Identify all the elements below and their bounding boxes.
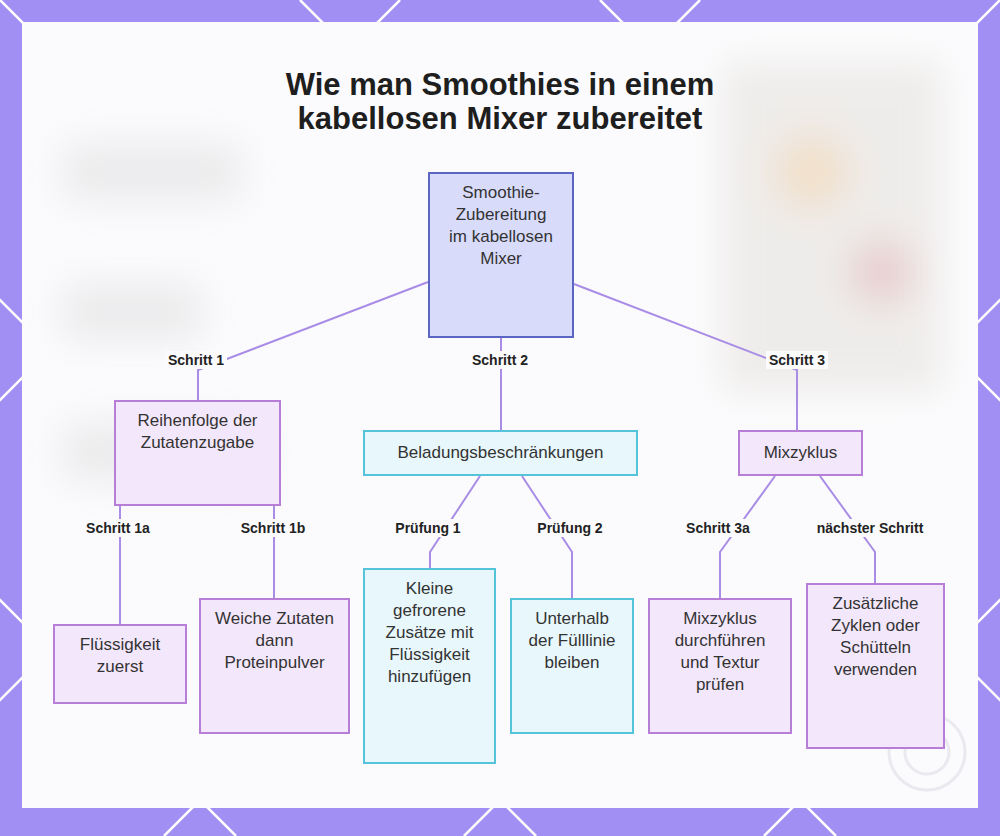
- node-text-wrap: Beladungsbeschränkungen: [371, 442, 631, 464]
- edge-label: Schritt 2: [469, 351, 531, 369]
- process-box: Mixzyklus: [738, 430, 863, 476]
- node-text-wrap: Reihenfolge der Zutatenzugabe: [133, 410, 263, 454]
- node-label: Weiche Zutaten dann Proteinpulver: [215, 608, 335, 674]
- edge-label: Schritt 1a: [83, 519, 153, 537]
- node-text-wrap: Mixzyklus: [746, 442, 856, 464]
- node-label: Kleine gefrorene Zusätze mit Flüssigkeit…: [375, 578, 485, 688]
- node-label: Flüssigkeit zuerst: [65, 634, 175, 678]
- connector-line: [720, 476, 775, 598]
- node-text-wrap: Smoothie-Zubereitung im kabellosen Mixer: [445, 182, 557, 270]
- node-label: Smoothie-Zubereitung im kabellosen Mixer: [445, 182, 557, 270]
- node-label: Reihenfolge der Zutatenzugabe: [133, 410, 263, 454]
- node-label: Unterhalb der Fülllinie bleiben: [526, 608, 618, 674]
- diagram-title: Wie man Smoothies in einem kabellosen Mi…: [250, 68, 750, 136]
- node-text-wrap: Unterhalb der Fülllinie bleiben: [526, 608, 618, 674]
- node-text-wrap: Zusätzliche Zyklen oder Schütteln verwen…: [826, 593, 926, 681]
- node-text-wrap: Flüssigkeit zuerst: [65, 634, 175, 678]
- edge-label: Prüfung 2: [534, 519, 605, 537]
- root-box: Smoothie-Zubereitung im kabellosen Mixer: [428, 172, 574, 338]
- edge-label: Schritt 3: [766, 351, 828, 369]
- process-box: Flüssigkeit zuerst: [53, 624, 187, 704]
- edge-label: nächster Schritt: [814, 519, 927, 537]
- node-text-wrap: Mixzyklus durchführen und Textur prüfen: [664, 608, 776, 696]
- node-label: Beladungsbeschränkungen: [371, 442, 631, 464]
- connector-line: [522, 476, 572, 598]
- edge-label: Schritt 3a: [683, 519, 753, 537]
- connector-line: [574, 284, 797, 430]
- node-label: Mixzyklus durchführen und Textur prüfen: [664, 608, 776, 696]
- edge-label: Schritt 1: [165, 351, 227, 369]
- process-box: Mixzyklus durchführen und Textur prüfen: [648, 598, 792, 734]
- check-box: Beladungsbeschränkungen: [363, 430, 638, 476]
- connector-line: [198, 282, 428, 400]
- node-label: Zusätzliche Zyklen oder Schütteln verwen…: [826, 593, 926, 681]
- node-text-wrap: Kleine gefrorene Zusätze mit Flüssigkeit…: [375, 578, 485, 688]
- node-text-wrap: Weiche Zutaten dann Proteinpulver: [215, 608, 335, 674]
- edge-label: Prüfung 1: [392, 519, 463, 537]
- process-box: Zusätzliche Zyklen oder Schütteln verwen…: [806, 583, 945, 749]
- process-box: Weiche Zutaten dann Proteinpulver: [199, 598, 350, 734]
- check-box: Unterhalb der Fülllinie bleiben: [510, 598, 634, 734]
- process-box: Reihenfolge der Zutatenzugabe: [114, 400, 281, 506]
- check-box: Kleine gefrorene Zusätze mit Flüssigkeit…: [363, 568, 496, 764]
- node-label: Mixzyklus: [746, 442, 856, 464]
- edge-label: Schritt 1b: [238, 519, 309, 537]
